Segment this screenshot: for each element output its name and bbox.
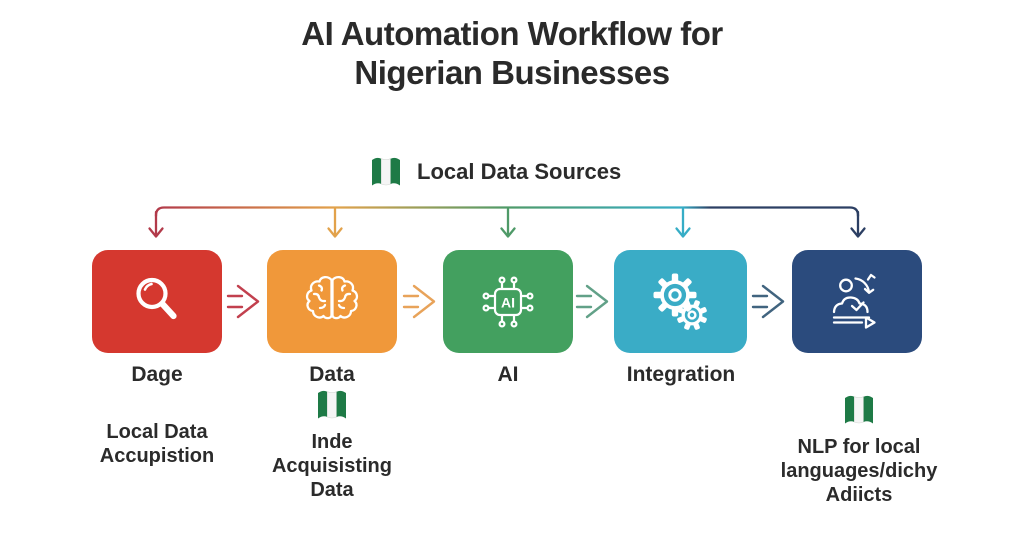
annotation-nlp-local-languages: NLP for local languages/dichy Adiicts	[763, 391, 955, 507]
local-data-sources-label: Local Data Sources	[417, 159, 622, 184]
annotation-local-data-acquisition: Local Data Accupistion	[67, 420, 247, 468]
page-title: AI Automation Workflow for Nigerian Busi…	[0, 14, 1024, 92]
drop-arrow-orange	[327, 207, 343, 238]
connector-arrows	[148, 206, 866, 238]
title-line-2: Nigerian Businesses	[354, 54, 670, 91]
drop-arrow-red	[148, 210, 164, 238]
stage-label-data: Data	[309, 363, 355, 386]
stage-box-data-acquisition	[92, 250, 222, 353]
magnifier-icon	[136, 277, 177, 319]
annotation-line: Adiicts	[825, 484, 893, 506]
flow-arrow-4	[751, 284, 785, 319]
svg-text:AI: AI	[501, 294, 515, 310]
annotation-line: Local Data	[106, 421, 208, 443]
annotation-line: Accupistion	[99, 445, 215, 467]
annotation-line: Data	[310, 479, 354, 501]
local-data-sources-header: Local Data Sources	[364, 153, 621, 191]
nigeria-flag-icon	[318, 390, 346, 419]
flow-arrow-2	[402, 284, 436, 319]
stage-label-integration: Integration	[626, 363, 736, 386]
brain-icon	[305, 275, 359, 319]
stage-box-nlp	[792, 250, 922, 353]
annotation-line: Acquisisting	[271, 455, 392, 477]
annotation-inde-acquisisting: Inde Acquisisting Data	[242, 386, 422, 502]
flow-arrow-3	[575, 284, 609, 319]
stage-box-ai: AI	[443, 250, 573, 353]
drop-arrow-navy	[850, 210, 866, 238]
nigeria-flag-icon	[372, 157, 400, 186]
stage-label-ai: AI	[497, 363, 519, 386]
annotation-line: Inde	[311, 431, 353, 453]
automation-icon	[832, 273, 876, 329]
nigeria-flag-icon	[845, 395, 873, 424]
gears-icon	[653, 273, 707, 330]
ai-chip-icon: AI	[482, 275, 534, 327]
title-line-1: AI Automation Workflow for	[301, 15, 723, 52]
drop-arrow-green	[500, 207, 516, 238]
stage-label-dage: Dage	[131, 363, 183, 386]
annotation-line: languages/dichy	[780, 460, 938, 482]
drop-arrow-teal	[675, 207, 691, 238]
stage-box-integration	[614, 250, 747, 353]
flow-arrow-1	[226, 284, 260, 319]
annotation-line: NLP for local	[797, 436, 921, 458]
stage-box-data	[267, 250, 397, 353]
